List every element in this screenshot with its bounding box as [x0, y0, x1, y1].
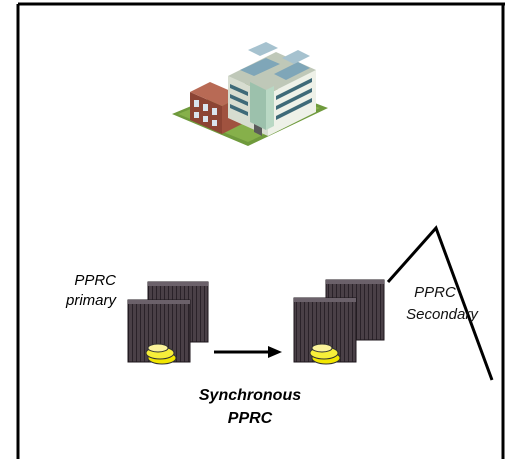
secondary-label-line2: Secondary	[406, 306, 478, 323]
secondary-label-line1: PPRC	[414, 284, 456, 301]
link-label-line2: PPRC	[227, 410, 273, 427]
link-label-line1: Synchronous	[198, 387, 302, 404]
primary-label-line1: PPRC	[74, 272, 116, 289]
data-center-building-icon	[172, 42, 328, 146]
primary-label-line2: primary	[65, 292, 116, 309]
